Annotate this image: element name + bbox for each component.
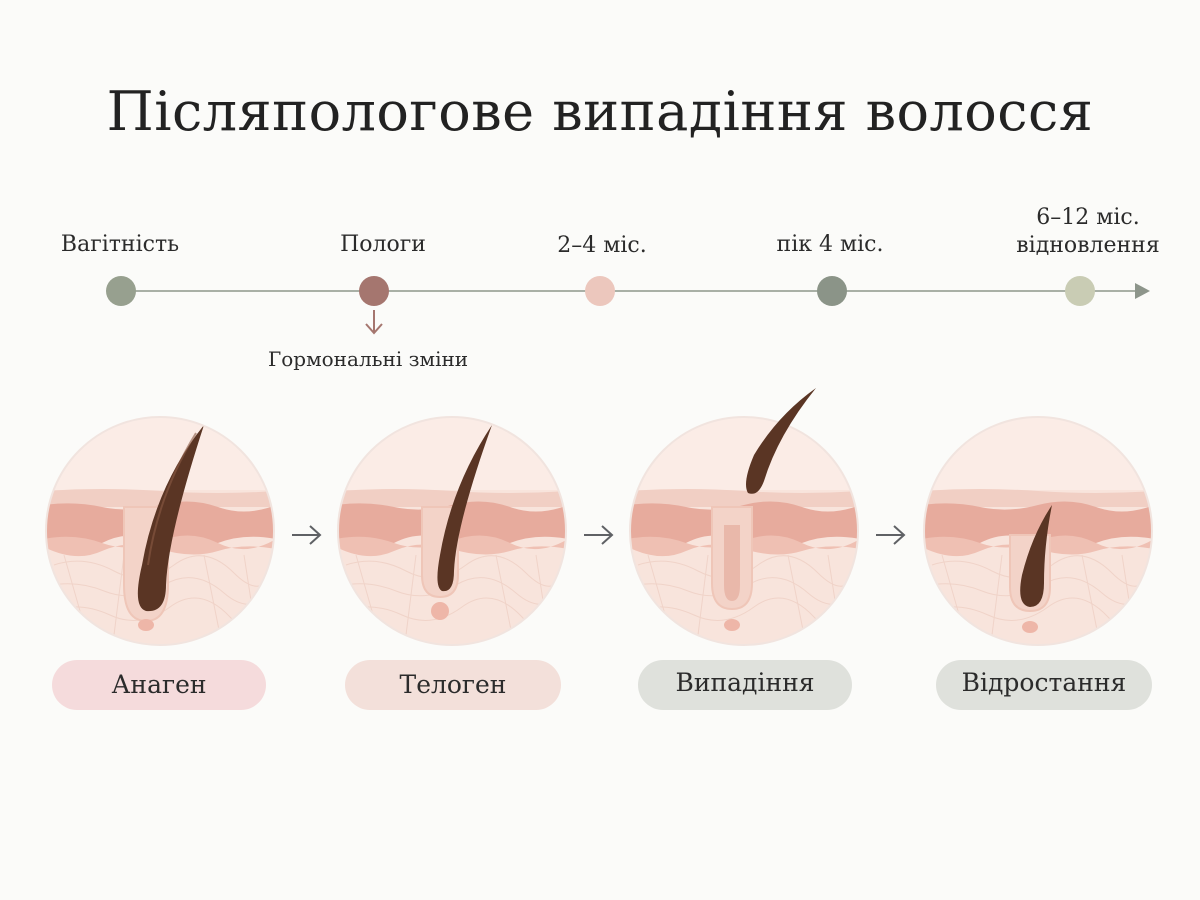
- arrow-right-icon: [584, 525, 614, 545]
- timeline-dot-recovery: [1065, 276, 1095, 306]
- timeline-line: [120, 290, 1138, 292]
- timeline-dot-pregnancy: [106, 276, 136, 306]
- timeline-dot-birth: [359, 276, 389, 306]
- stage-shedding-illustration: [628, 388, 860, 647]
- timeline: Вагітність Пологи 2–4 міс. пік 4 міс. 6–…: [0, 0, 1200, 380]
- hormonal-changes-label: Гормональні зміни: [268, 347, 469, 371]
- timeline-label-2-4-months: 2–4 міс.: [557, 233, 647, 258]
- timeline-label-peak: пік 4 міс.: [776, 232, 884, 257]
- stage-label-regrowth: Відростання: [936, 660, 1152, 710]
- timeline-label-birth: Пологи: [340, 232, 426, 257]
- timeline-dot-peak: [817, 276, 847, 306]
- hair-follicle-icon: [923, 416, 1153, 646]
- arrow-right-icon: [876, 525, 906, 545]
- timeline-label-recovery: відновлення: [1016, 233, 1160, 258]
- hair-follicle-icon: [45, 416, 275, 646]
- timeline-label-pregnancy: Вагітність: [60, 232, 180, 257]
- stage-label-telogen: Телоген: [345, 660, 561, 710]
- hair-follicle-icon: [629, 388, 859, 646]
- timeline-label-recovery-period: 6–12 міс.: [1036, 205, 1140, 230]
- page-title: Післяпологове випадіння волосся: [106, 80, 1094, 143]
- stage-label-shedding: Випадіння: [638, 660, 852, 710]
- stage-anagen-illustration: [44, 415, 276, 647]
- hair-follicle-icon: [337, 416, 567, 646]
- timeline-arrowhead-icon: [1135, 283, 1150, 299]
- stage-label-anagen: Анаген: [52, 660, 266, 710]
- stage-telogen-illustration: [336, 415, 568, 647]
- stage-regrowth-illustration: [922, 415, 1154, 647]
- arrow-down-icon: [365, 310, 383, 335]
- timeline-dot-2-4-months: [585, 276, 615, 306]
- arrow-right-icon: [292, 525, 322, 545]
